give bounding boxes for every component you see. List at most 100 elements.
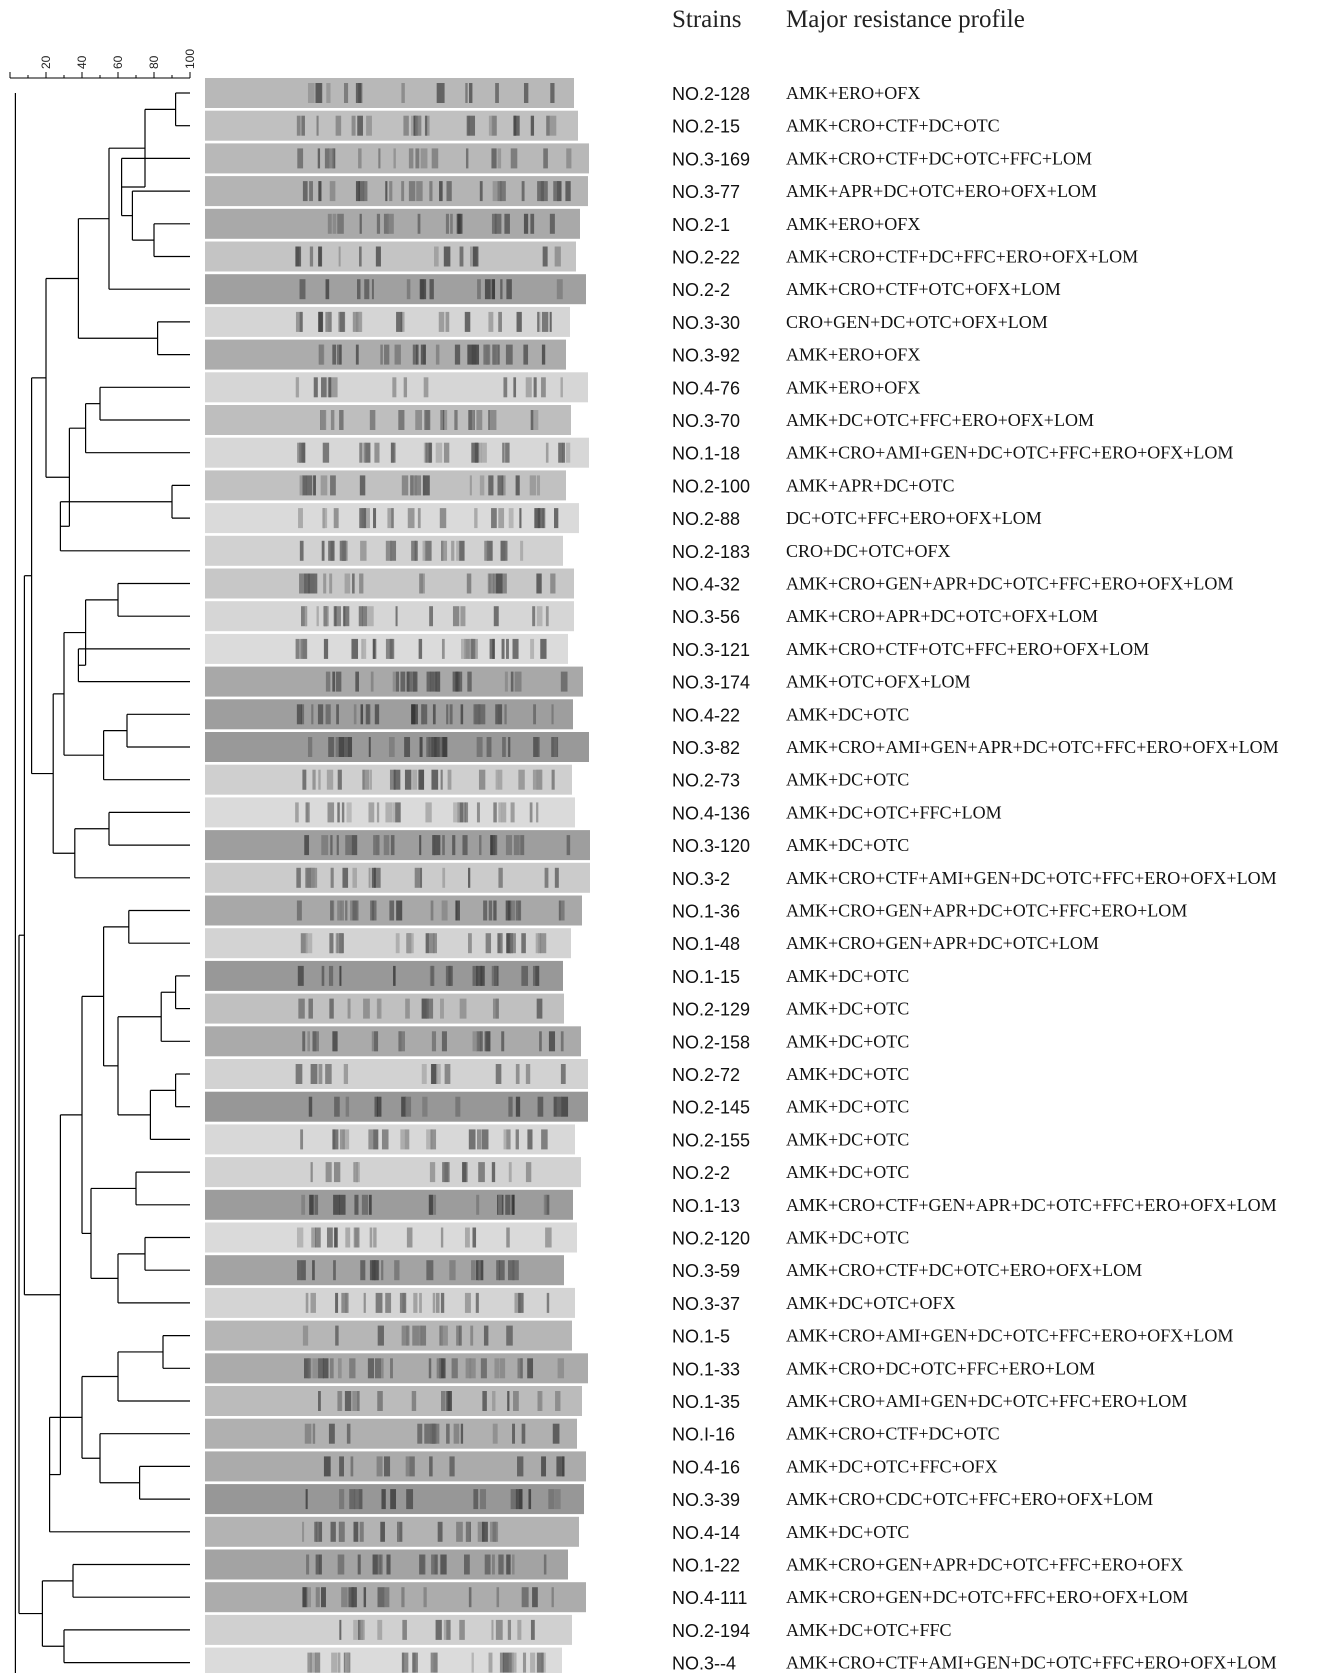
gel-band [295, 311, 303, 332]
gel-band [473, 638, 478, 659]
gel-band [436, 83, 441, 103]
gel-band [556, 1096, 562, 1117]
gel-band [357, 1391, 360, 1411]
gel-band [419, 867, 423, 888]
gel-lane-background [205, 176, 588, 207]
gel-band [404, 1129, 410, 1150]
gel-band [352, 900, 359, 921]
gel-band [441, 1391, 446, 1411]
gel-band [321, 1587, 326, 1608]
gel-band [498, 508, 505, 529]
gel-band [484, 279, 491, 300]
gel-lane [205, 535, 563, 566]
gel-band [361, 1194, 368, 1215]
gel-band [518, 1292, 524, 1313]
gel-band [329, 1358, 334, 1379]
gel-band [476, 965, 483, 986]
gel-band [520, 540, 524, 561]
gel-band [505, 900, 511, 921]
gel-band [399, 1292, 407, 1313]
gel-band [344, 1652, 350, 1673]
gel-band [358, 148, 362, 169]
gel-lane [205, 1647, 562, 1678]
gel-band [320, 410, 327, 430]
gel-band [506, 1554, 511, 1575]
gel-band [308, 573, 315, 594]
gel-band [483, 1325, 489, 1346]
gel-band [445, 311, 450, 332]
gel-lane [205, 1222, 577, 1253]
gel-band [515, 900, 522, 921]
gel-band [412, 769, 418, 790]
gel-band [510, 802, 515, 823]
gel-band [523, 213, 529, 234]
gel-band [536, 475, 541, 496]
gel-band [467, 671, 472, 692]
gel-band [533, 737, 539, 757]
gel-band [504, 704, 507, 725]
gel-band [465, 83, 468, 103]
gel-band [421, 998, 429, 1019]
gel-lane-background [205, 1320, 572, 1351]
gel-band [328, 1423, 335, 1444]
gel-band [441, 638, 445, 659]
gel-band [455, 900, 458, 921]
gel-band [300, 1129, 304, 1150]
gel-band [412, 671, 418, 692]
gel-band [368, 1194, 372, 1215]
gel-band [530, 213, 535, 234]
gel-band [331, 1652, 338, 1673]
gel-band [432, 1554, 438, 1575]
gel-band [501, 475, 506, 496]
gel-band [304, 1423, 312, 1444]
resistance-profile-label: AMK+ERO+OFX [786, 214, 920, 234]
gel-band [436, 671, 441, 692]
gel-band [361, 638, 364, 659]
gel-band [491, 1162, 496, 1183]
resistance-profiles: AMK+ERO+OFXAMK+CRO+CTF+DC+OTCAMK+CRO+CTF… [786, 83, 1279, 1673]
gel-band [495, 769, 499, 790]
gel-lane [205, 1549, 568, 1580]
gel-band [523, 344, 529, 365]
gel-band [472, 965, 478, 986]
gel-lane-background [205, 1026, 581, 1057]
gel-band [519, 508, 522, 529]
gel-band [307, 1652, 312, 1673]
gel-band [355, 671, 359, 692]
gel-band [513, 1391, 519, 1411]
gel-band [439, 508, 447, 529]
strain-label: NO.3-92 [672, 346, 740, 366]
gel-band [366, 704, 371, 725]
gel-band [498, 867, 503, 888]
gel-band [465, 1358, 472, 1379]
gel-band [367, 1358, 375, 1379]
gel-band [332, 671, 336, 692]
gel-band [521, 1423, 526, 1444]
gel-band [440, 998, 444, 1019]
gel-band [406, 1489, 414, 1510]
gel-band [502, 442, 505, 463]
resistance-profile-label: AMK+CRO+CTF+DC+FFC+ERO+OFX+LOM [786, 247, 1138, 267]
gel-band [409, 1456, 415, 1477]
gel-band [537, 1096, 544, 1117]
gel-band [426, 737, 429, 757]
strain-label: NO.2-22 [672, 248, 740, 268]
gel-band [495, 1521, 499, 1542]
gel-band [296, 704, 303, 725]
gel-band [407, 671, 415, 692]
gel-band [309, 246, 314, 267]
strains-column-header: Strains [672, 6, 742, 33]
gel-lane [205, 928, 571, 959]
gel-band [402, 1652, 409, 1673]
gel-lane-background [205, 1353, 588, 1384]
gel-band [352, 867, 357, 888]
gel-band [501, 1031, 505, 1052]
gel-band [553, 181, 560, 202]
gel-band [424, 115, 428, 136]
gel-lane [205, 437, 589, 468]
gel-band [351, 638, 359, 659]
gel-band [408, 181, 416, 202]
gel-band [473, 704, 480, 725]
gel-lane [205, 1189, 573, 1220]
